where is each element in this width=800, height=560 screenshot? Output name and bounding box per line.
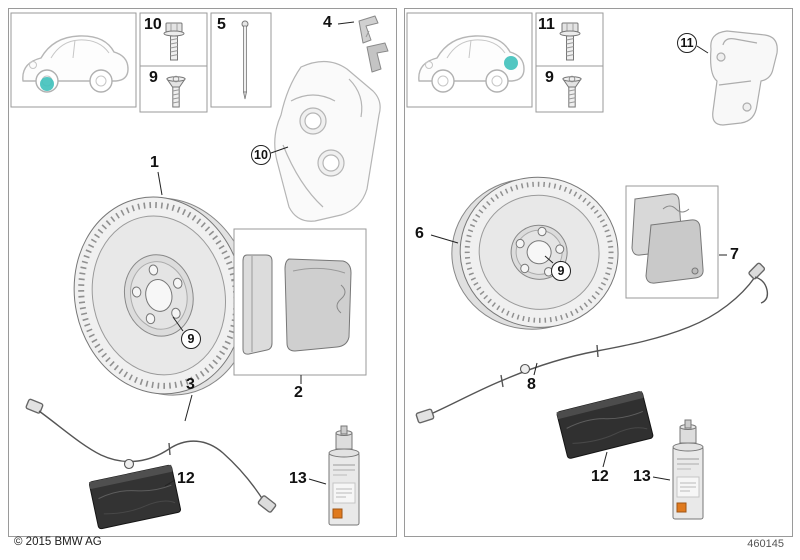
rear-brake-illustration — [406, 12, 778, 520]
brake-pads-illustration — [625, 185, 719, 299]
circled-callout-10-caliper[interactable]: 10 — [251, 145, 271, 165]
copyright-text: © 2015 BMW AG — [14, 536, 102, 548]
countersunk-screw-illustration — [562, 75, 582, 108]
carrier-illustration — [710, 30, 778, 126]
callout-13-spray-can[interactable]: 13 — [633, 468, 651, 485]
wear-sensor-illustration — [415, 262, 769, 424]
callout-5-retaining-pin[interactable]: 5 — [217, 16, 226, 33]
callout-11-bolt[interactable]: 11 — [538, 16, 555, 33]
callout-9-screw[interactable]: 9 — [149, 69, 158, 86]
brake-paste-can-illustration — [672, 419, 704, 520]
callout-8-wear-sensor[interactable]: 8 — [527, 376, 536, 393]
callout-9-screw[interactable]: 9 — [545, 69, 554, 86]
diagram-number: 460145 — [747, 538, 784, 550]
callout-13-spray-can[interactable]: 13 — [289, 470, 307, 487]
callout-6-brake-disc[interactable]: 6 — [415, 225, 424, 242]
bolt-illustration — [559, 22, 581, 61]
callout-12-repair-bag[interactable]: 12 — [177, 470, 195, 487]
brake-pads-illustration — [233, 228, 367, 376]
front-brake-illustration — [10, 12, 389, 530]
rear-axle-highlight-marker — [504, 56, 518, 70]
brake-paste-can-illustration — [328, 425, 360, 526]
rear-brake-panel: 6 7 8 11 9 12 13 11 9 — [404, 8, 793, 537]
callout-12-repair-bag[interactable]: 12 — [591, 468, 609, 485]
repair-kit-bag-illustration — [556, 391, 654, 459]
car-thumbnail — [22, 35, 129, 93]
callout-10-bolt[interactable]: 10 — [144, 16, 162, 33]
caliper-illustration — [274, 60, 381, 222]
car-thumbnail — [418, 35, 525, 93]
brake-disc-illustration — [73, 196, 253, 396]
circled-callout-11-carrier[interactable]: 11 — [677, 33, 697, 53]
callout-1-brake-disc[interactable]: 1 — [150, 154, 159, 171]
repair-kit-bag-illustration — [88, 464, 182, 530]
circled-callout-9-hub-screw[interactable]: 9 — [551, 261, 571, 281]
bolt-illustration — [163, 22, 185, 61]
wear-sensor-illustration — [25, 398, 277, 513]
front-brake-panel: 1 2 3 4 5 10 9 12 13 10 9 — [8, 8, 397, 537]
inset-borders — [10, 12, 272, 113]
retaining-pin-illustration — [241, 20, 249, 100]
circled-callout-9-hub-screw[interactable]: 9 — [181, 329, 201, 349]
callout-7-brake-pads[interactable]: 7 — [730, 246, 739, 263]
callout-2-brake-pads[interactable]: 2 — [294, 384, 303, 401]
inset-borders — [406, 12, 604, 113]
brake-disc-illustration — [451, 176, 619, 330]
countersunk-screw-illustration — [166, 75, 186, 108]
callout-3-wear-sensor[interactable]: 3 — [186, 376, 195, 393]
wear-clips-illustration — [358, 15, 389, 73]
leader-lines — [157, 21, 355, 487]
front-axle-highlight-marker — [40, 77, 54, 91]
leader-lines — [430, 45, 727, 481]
callout-4-wear-clips[interactable]: 4 — [323, 14, 332, 31]
